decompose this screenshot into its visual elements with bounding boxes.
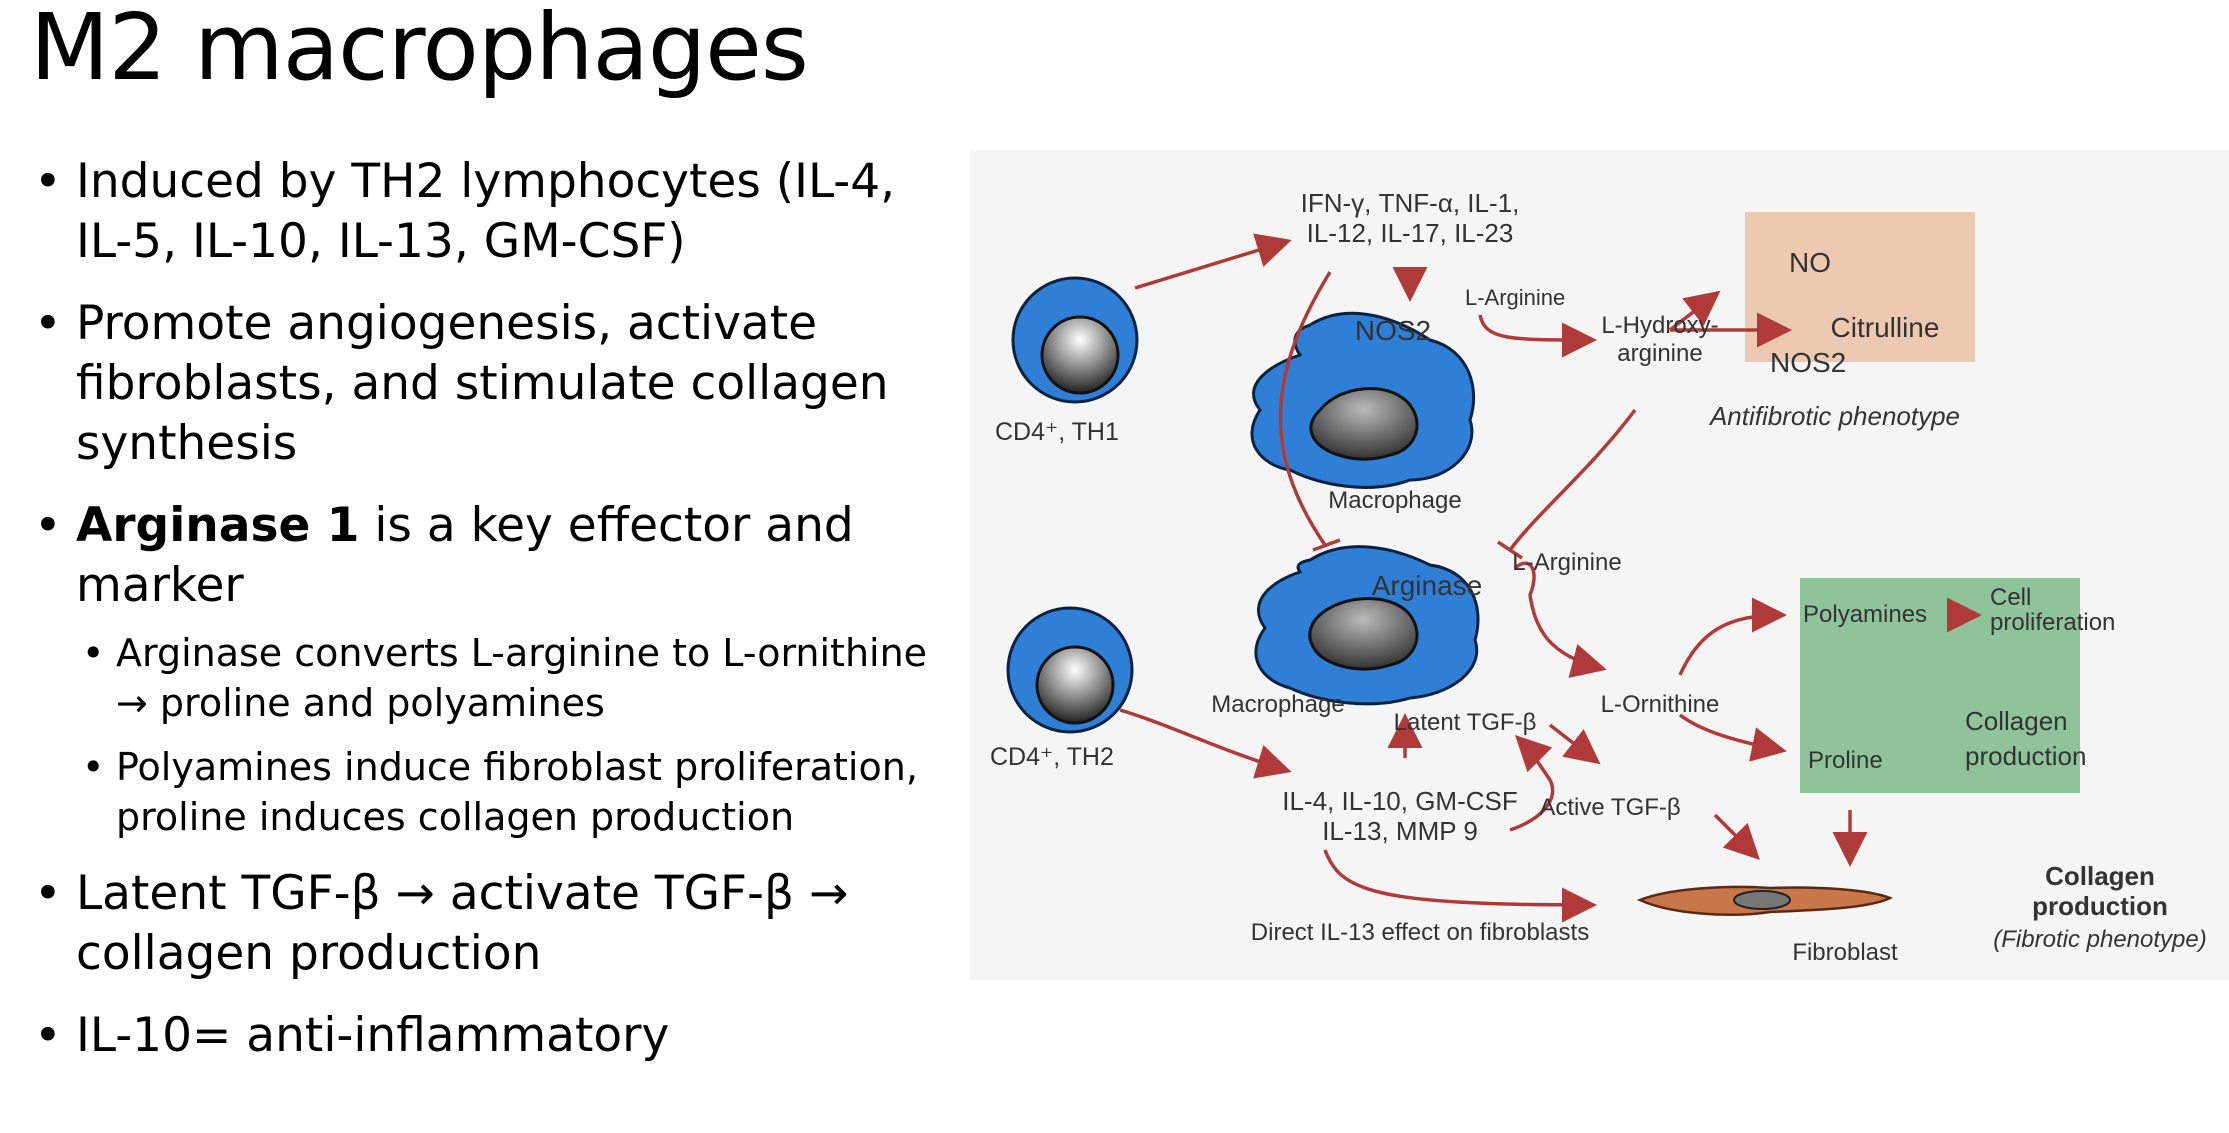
antifibrotic-label: Antifibrotic phenotype <box>1708 401 1960 431</box>
cell-proliferation-line1: Cell <box>1990 584 2031 611</box>
cytokines-top-line2: IL-12, IL-17, IL-23 <box>1307 218 1514 248</box>
cell-proliferation-line2: proliferation <box>1990 609 2115 636</box>
th2-cell <box>1006 606 1134 734</box>
macrophage-arginase <box>1254 545 1480 706</box>
proline-label: Proline <box>1808 747 1883 774</box>
th1-cell <box>1011 276 1139 404</box>
sub-bullet-conversion: Arginase converts L-arginine to L-ornith… <box>76 628 930 728</box>
cd4-th1-label: CD4⁺, TH1 <box>995 418 1119 446</box>
slide-title: M2 macrophages <box>30 0 809 101</box>
collagen-box-line2: production <box>1965 741 2086 771</box>
arginase-rest: is a key effector and marker <box>76 498 854 613</box>
polyamines-label: Polyamines <box>1803 601 1927 628</box>
l-arginine-top: L-Arginine <box>1465 285 1565 310</box>
citrulline-label: Citrulline <box>1831 312 1940 343</box>
bullet-induced-by: Induced by TH2 lymphocytes (IL-4, IL-5, … <box>30 152 930 272</box>
latent-tgf-label: Latent TGF-β <box>1394 709 1537 736</box>
collagen-main-line1: Collagen <box>2045 861 2155 891</box>
l-hydroxy-line2: arginine <box>1617 340 1702 367</box>
cytokines-top-line1: IFN-γ, TNF-α, IL-1, <box>1301 188 1520 218</box>
m2-pathway-diagram: IFN-γ, TNF-α, IL-1, IL-12, IL-17, IL-23 … <box>970 150 2229 980</box>
fibrotic-box <box>1800 578 2080 793</box>
sub-bullet-list: Arginase converts L-arginine to L-ornith… <box>76 628 930 842</box>
macrophage-nos2 <box>1250 311 1476 489</box>
macrophage-label-2: Macrophage <box>1211 691 1344 718</box>
bullet-il10: IL-10= anti-inflammatory <box>30 1006 930 1066</box>
figure-background <box>970 150 2229 980</box>
fibrotic-phenotype-label: (Fibrotic phenotype) <box>1993 926 2206 953</box>
bullet-arginase: Arginase 1 is a key effector and marker … <box>30 496 930 842</box>
l-arginine-bottom: L-Arginine <box>1512 549 1621 576</box>
arginase-label: Arginase <box>1372 570 1483 601</box>
collagen-box-line1: Collagen <box>1965 706 2068 736</box>
cytokines-bottom-line1: IL-4, IL-10, GM-CSF <box>1282 786 1518 816</box>
sub-bullet-polyamines: Polyamines induce fibroblast proliferati… <box>76 742 930 842</box>
no-label: NO <box>1789 247 1831 278</box>
bullet-tgf: Latent TGF-β → activate TGF-β → collagen… <box>30 864 930 984</box>
fibroblast-label: Fibroblast <box>1792 939 1898 966</box>
pathway-arrows <box>1119 233 1982 923</box>
arginase-bold: Arginase 1 <box>76 498 360 553</box>
fibroblast-cell <box>1636 885 1894 916</box>
l-ornithine-label: L-Ornithine <box>1601 691 1720 718</box>
cd4-th2-label: CD4⁺, TH2 <box>990 743 1114 771</box>
l-hydroxy-line1: L-Hydroxy- <box>1601 312 1718 339</box>
bullet-promote: Promote angiogenesis, activate fibroblas… <box>30 294 930 474</box>
bullet-list: Induced by TH2 lymphocytes (IL-4, IL-5, … <box>30 152 930 1088</box>
direct-il13-label: Direct IL-13 effect on fibroblasts <box>1251 919 1589 946</box>
macrophage-label-1: Macrophage <box>1328 487 1461 514</box>
nos2-box-label: NOS2 <box>1770 347 1846 378</box>
collagen-main-line2: production <box>2032 891 2168 921</box>
active-tgf-label: Active TGF-β <box>1539 794 1680 821</box>
cytokines-bottom-line2: IL-13, MMP 9 <box>1322 816 1478 846</box>
nos2-label: NOS2 <box>1355 315 1431 346</box>
